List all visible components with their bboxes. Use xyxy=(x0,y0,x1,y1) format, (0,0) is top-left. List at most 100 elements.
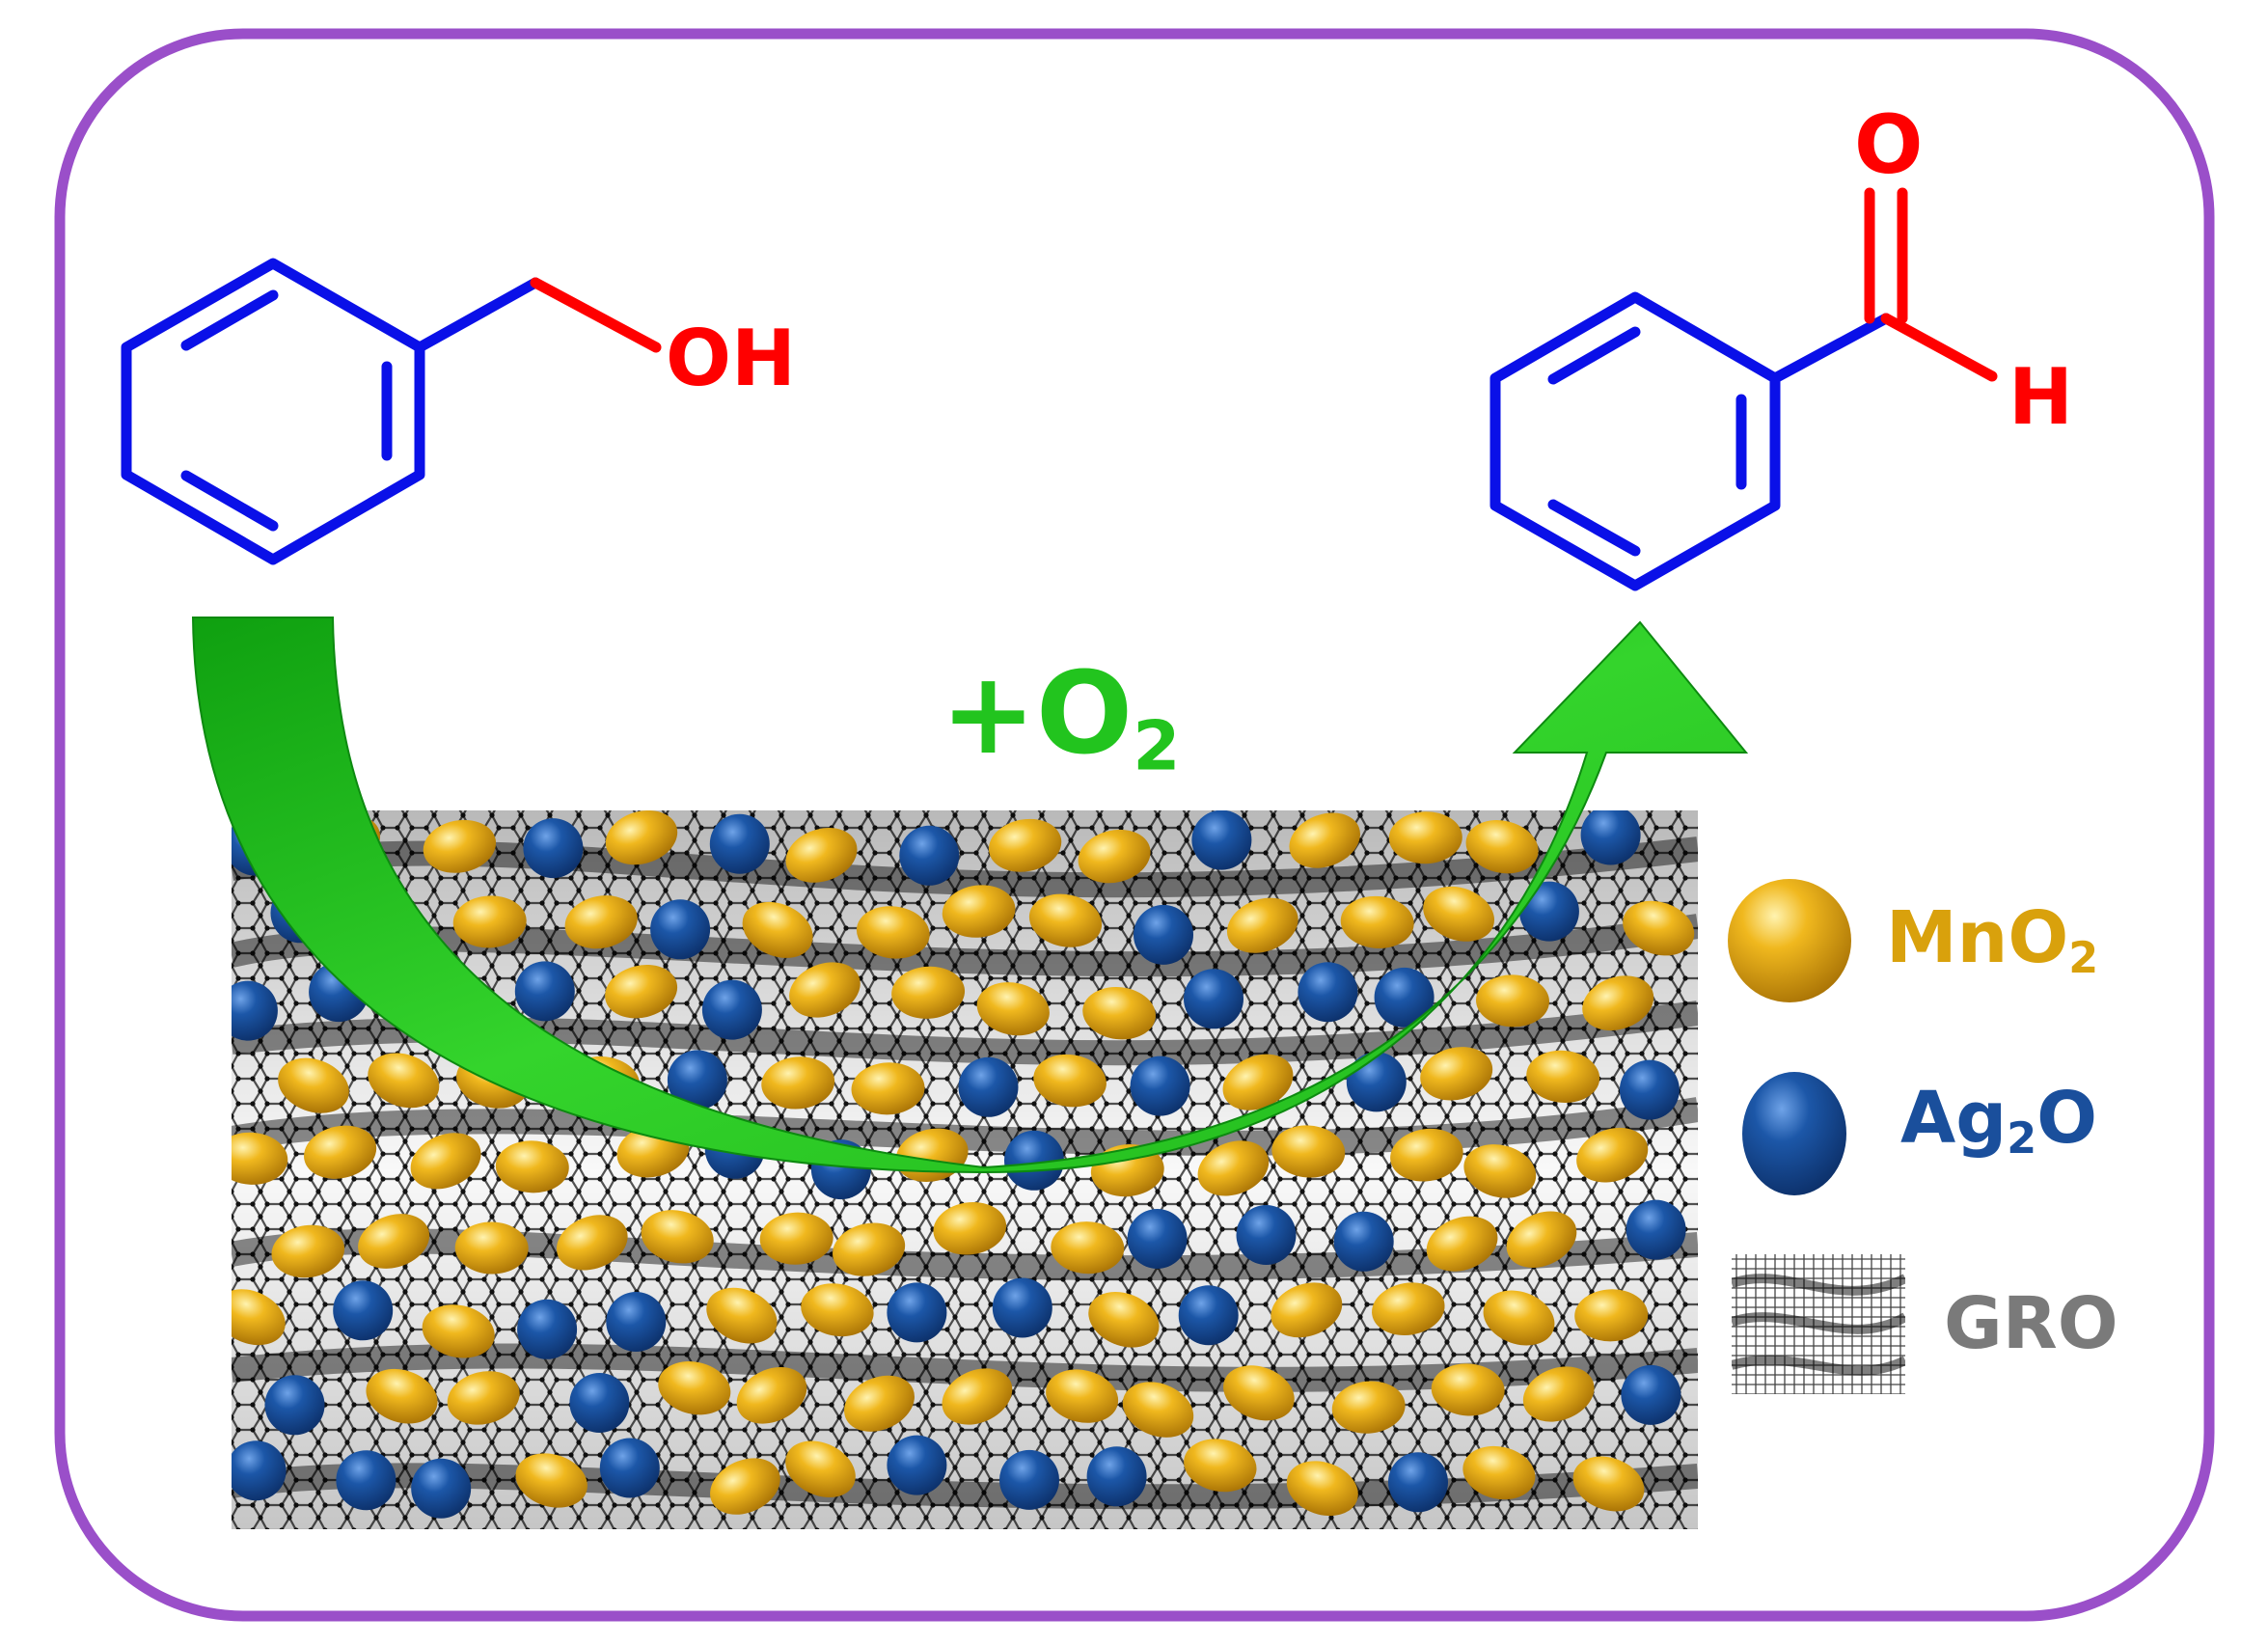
mno2-particle xyxy=(1226,897,1298,953)
mno2-particle xyxy=(605,810,678,865)
mno2-particle xyxy=(1271,1282,1343,1338)
aldehyde-hydrogen-label: H xyxy=(2008,352,2073,442)
ag2o-particle xyxy=(1580,810,1641,865)
ag2o-particle xyxy=(1086,1446,1147,1507)
ag2o-particle xyxy=(709,813,770,874)
mno2-particle xyxy=(1082,987,1156,1040)
ag2o-particle xyxy=(1626,1199,1686,1260)
mno2-particle xyxy=(759,1212,833,1265)
ag2o-particle xyxy=(569,1373,630,1433)
mno2-particle xyxy=(1033,1054,1107,1108)
mno2-particle xyxy=(1426,1216,1498,1272)
mno2-particle xyxy=(1431,1363,1505,1416)
product-benzene-ring xyxy=(1489,291,1892,591)
mno2-particle xyxy=(1423,886,1495,942)
legend-ag2o-main: Ag xyxy=(1900,1077,2008,1160)
ag2o-particle xyxy=(1518,881,1579,942)
reaction-arrow xyxy=(191,617,1749,1174)
ag2o-particle xyxy=(232,980,278,1041)
ag2o-particle xyxy=(336,1450,396,1511)
mno2-particle xyxy=(1465,820,1539,874)
ag2o-particle xyxy=(333,1280,394,1341)
ag2o-particle xyxy=(887,1435,947,1495)
mno2-particle xyxy=(1051,1221,1125,1275)
hydroxyl-label: OH xyxy=(666,314,796,403)
mno2-particle xyxy=(515,1453,587,1508)
mno2-particle xyxy=(271,1224,345,1278)
legend-mno2-main: MnO xyxy=(1886,896,2069,979)
mno2-particle xyxy=(1574,1289,1649,1342)
mno2-particle xyxy=(988,818,1062,872)
ag2o-particle xyxy=(517,1299,578,1359)
ag2o-particle xyxy=(599,1438,660,1498)
mno2-particle xyxy=(452,895,527,948)
legend-mno2-icon xyxy=(1728,879,1851,1002)
mno2-particle xyxy=(851,1062,925,1115)
mno2-particle xyxy=(1078,829,1151,884)
mno2-particle xyxy=(304,1125,377,1179)
oxygen-reagent-text: +O xyxy=(941,646,1134,780)
reactant-benzene-ring xyxy=(121,258,541,565)
ag2o-particle xyxy=(1621,1364,1681,1425)
ag2o-particle xyxy=(1374,967,1435,1028)
mno2-particle xyxy=(495,1140,569,1193)
mno2-particle xyxy=(1088,1291,1160,1348)
legend-ag2o-icon xyxy=(1742,1072,1846,1195)
legend-gro-icon xyxy=(1732,1254,1905,1394)
benzyl-alcohol-structure xyxy=(121,258,662,565)
mno2-particle xyxy=(1388,811,1462,864)
oxygen-reagent-label: +O2 xyxy=(941,656,1180,781)
mno2-particle xyxy=(1462,1445,1536,1500)
legend-ag2o-label: Ag2O xyxy=(1900,1083,2097,1162)
mno2-particle xyxy=(785,1440,856,1497)
mno2-particle xyxy=(1522,1366,1595,1422)
mno2-particle xyxy=(761,1056,835,1110)
reactant-c-o-bond xyxy=(530,277,662,353)
ag2o-particle xyxy=(1388,1452,1448,1513)
ag2o-particle xyxy=(1333,1211,1394,1272)
mno2-particle xyxy=(1420,1047,1493,1101)
oxygen-reagent-subscript: 2 xyxy=(1133,705,1181,786)
mno2-particle xyxy=(785,828,858,883)
mno2-particle xyxy=(1271,1125,1346,1178)
mno2-particle xyxy=(368,1053,440,1109)
ag2o-particle xyxy=(667,1050,727,1110)
ag2o-particle xyxy=(992,1277,1052,1338)
mno2-particle xyxy=(1476,974,1549,1028)
legend-gro-label: GRO xyxy=(1944,1282,2118,1365)
legend-ag2o-sub: 2 xyxy=(2007,1114,2037,1165)
mno2-particle xyxy=(422,1304,495,1358)
mno2-particle xyxy=(833,1222,906,1276)
ag2o-particle xyxy=(887,1282,947,1343)
ag2o-particle xyxy=(1127,1209,1188,1269)
ag2o-particle xyxy=(514,961,575,1022)
mno2-particle xyxy=(933,1202,1007,1255)
mno2-particle xyxy=(454,1221,529,1275)
ag2o-particle xyxy=(1178,1285,1239,1346)
mno2-particle xyxy=(658,1361,731,1415)
mno2-particle xyxy=(1340,895,1414,948)
ag2o-particle xyxy=(701,979,762,1040)
mno2-particle xyxy=(789,962,861,1018)
mno2-particle xyxy=(1372,1282,1445,1336)
mno2-particle xyxy=(1289,812,1360,868)
mno2-particle xyxy=(1184,1439,1257,1493)
ag2o-particle xyxy=(999,1449,1059,1510)
mno2-particle xyxy=(1223,1365,1295,1421)
mno2-particle xyxy=(736,1367,807,1424)
ag2o-particle xyxy=(232,1440,287,1501)
carbonyl-oxygen-label: O xyxy=(1854,97,1924,192)
benzaldehyde-structure xyxy=(1489,187,1998,591)
mno2-particle xyxy=(1463,1144,1537,1198)
mno2-particle xyxy=(1572,1456,1645,1512)
mno2-particle xyxy=(556,1215,628,1271)
product-carbonyl xyxy=(1864,187,1998,382)
mno2-particle xyxy=(1122,1382,1194,1438)
mno2-particle xyxy=(891,966,966,1019)
ag2o-particle xyxy=(1619,1059,1680,1120)
mno2-particle xyxy=(564,895,638,949)
ag2o-particle xyxy=(1346,1052,1407,1112)
mno2-particle xyxy=(1028,893,1103,947)
mno2-particle xyxy=(605,964,678,1019)
